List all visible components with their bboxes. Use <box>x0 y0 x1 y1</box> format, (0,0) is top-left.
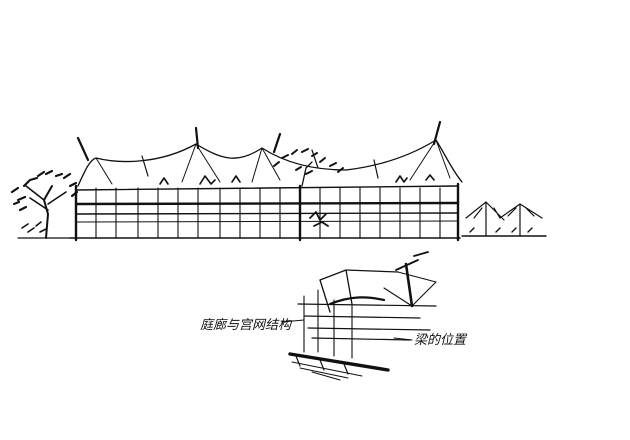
tree-middle-icon <box>273 148 344 187</box>
tree-left-icon <box>10 169 79 239</box>
elevation-frame <box>69 182 461 242</box>
building-elevation <box>10 120 547 242</box>
annotation-left: 庭廊与宫网结构 <box>200 317 293 333</box>
leader-lines <box>281 319 413 341</box>
structural-detail <box>288 251 437 381</box>
annotation-right: 梁的位置 <box>414 332 468 348</box>
umbrella-pavilions-icon <box>461 201 547 237</box>
tensile-roof <box>76 120 463 187</box>
